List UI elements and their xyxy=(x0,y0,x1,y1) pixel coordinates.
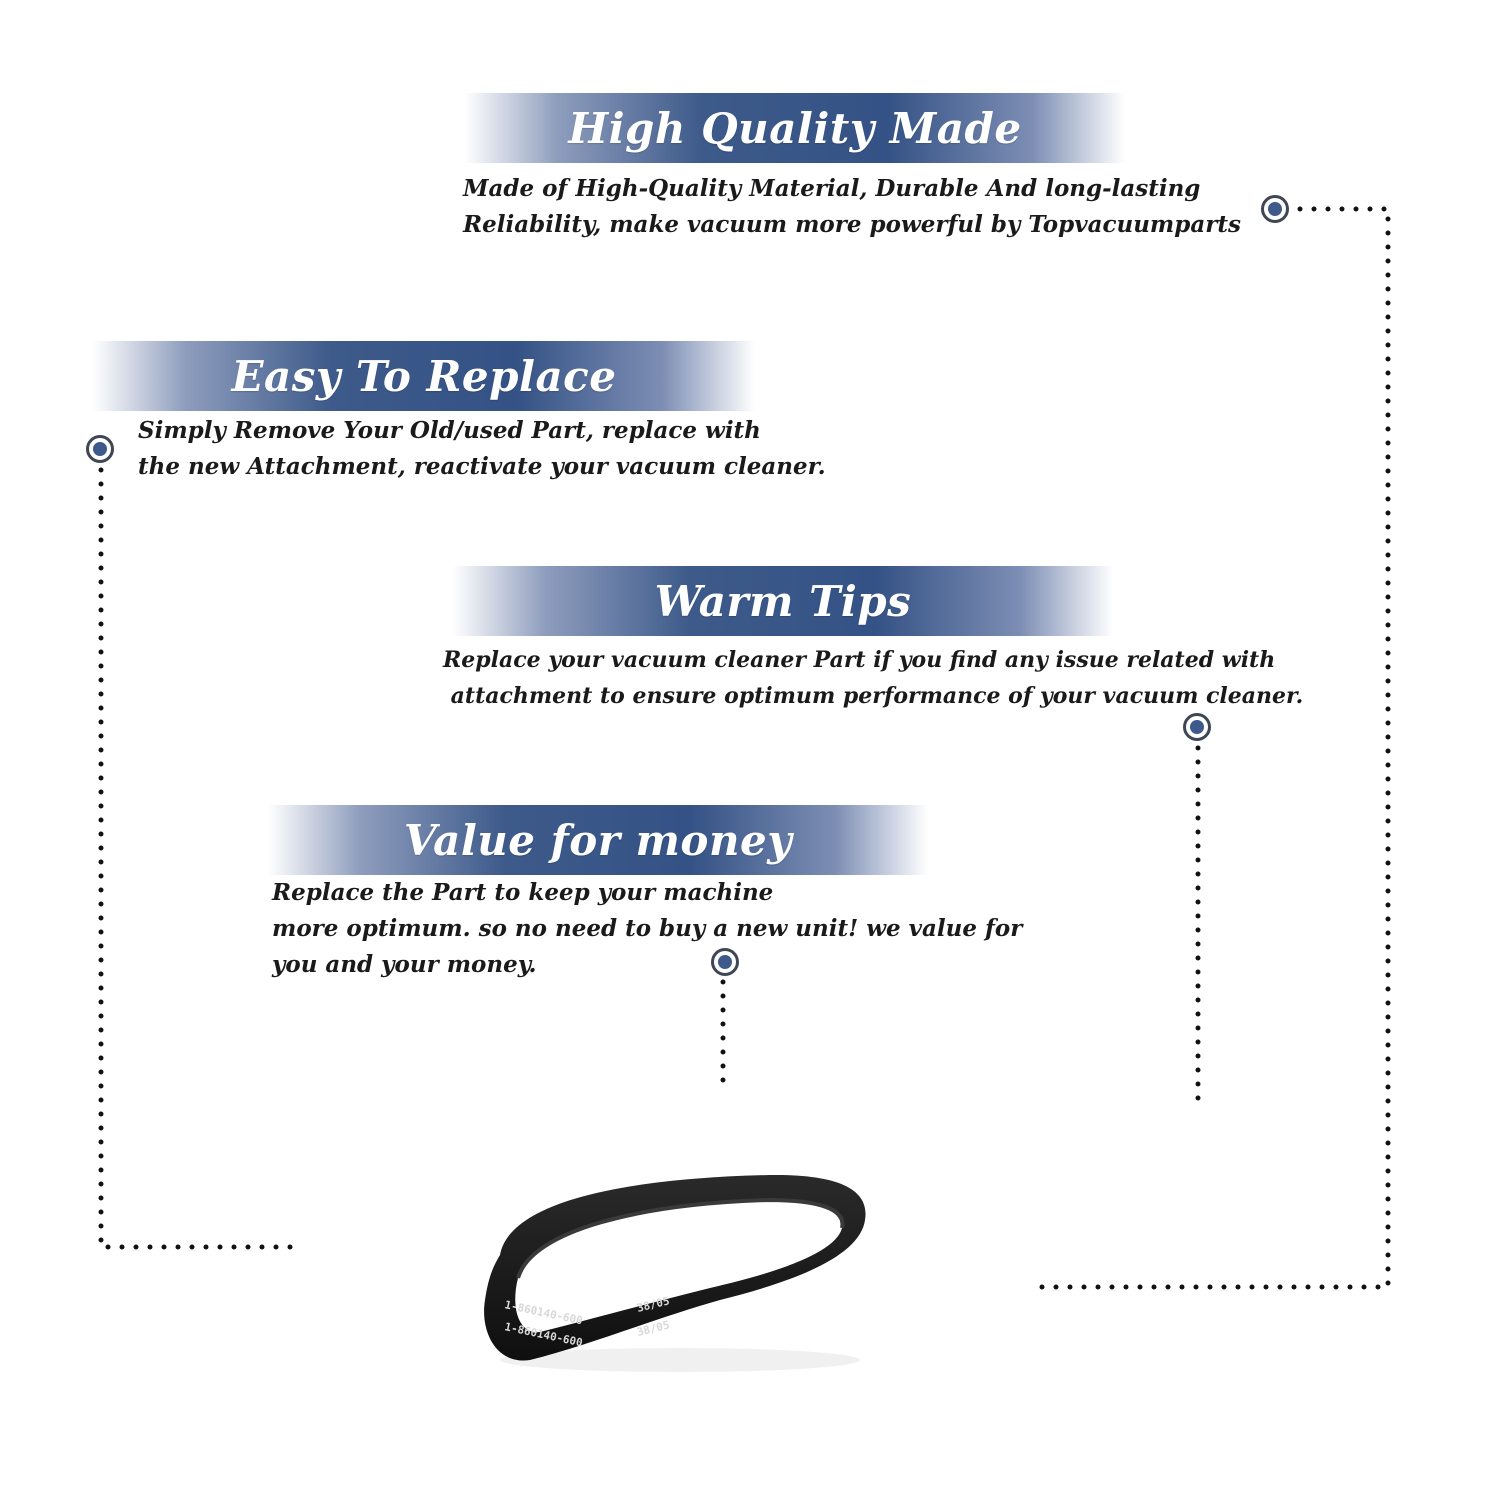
connector-high-quality xyxy=(1035,206,1391,1290)
bullet-marker-icon xyxy=(711,948,739,976)
bullet-marker-icon xyxy=(1261,195,1289,223)
description-line: more optimum. so no need to buy a new un… xyxy=(272,915,1023,942)
description-line: Simply Remove Your Old/used Part, replac… xyxy=(138,417,761,444)
banner-warm-tips: Warm Tips xyxy=(453,566,1113,636)
vacuum-belt-image: 1-860140-600 38/05 1-860140-600 38/05 xyxy=(484,1174,866,1372)
description-line: Reliability, make vacuum more powerful b… xyxy=(463,211,1241,238)
description-line: you and your money. xyxy=(272,951,537,978)
banner-title: High Quality Made xyxy=(568,103,1022,153)
bullet-marker-icon xyxy=(86,435,114,463)
connector-easy-replace xyxy=(98,467,299,1250)
description-easy-to-replace: Simply Remove Your Old/used Part, replac… xyxy=(138,413,826,485)
description-line: the new Attachment, reactivate your vacu… xyxy=(138,453,826,480)
bullet-marker-icon xyxy=(1183,713,1211,741)
banner-title: Warm Tips xyxy=(654,576,912,626)
description-line: Replace the Part to keep your machine xyxy=(272,879,774,906)
banner-title: Value for money xyxy=(403,815,793,865)
belt-inner xyxy=(515,1200,843,1333)
banner-easy-to-replace: Easy To Replace xyxy=(93,341,755,411)
description-line: Made of High-Quality Material, Durable A… xyxy=(463,175,1201,202)
description-line: attachment to ensure optimum performance… xyxy=(443,683,1304,709)
description-warm-tips: Replace your vacuum cleaner Part if you … xyxy=(443,642,1303,714)
description-high-quality-made: Made of High-Quality Material, Durable A… xyxy=(463,171,1241,243)
description-value-for-money: Replace the Part to keep your machine mo… xyxy=(272,875,1022,983)
banner-title: Easy To Replace xyxy=(231,351,617,401)
description-line: Replace your vacuum cleaner Part if you … xyxy=(443,647,1276,673)
banner-value-for-money: Value for money xyxy=(268,805,928,875)
banner-high-quality-made: High Quality Made xyxy=(465,93,1125,163)
